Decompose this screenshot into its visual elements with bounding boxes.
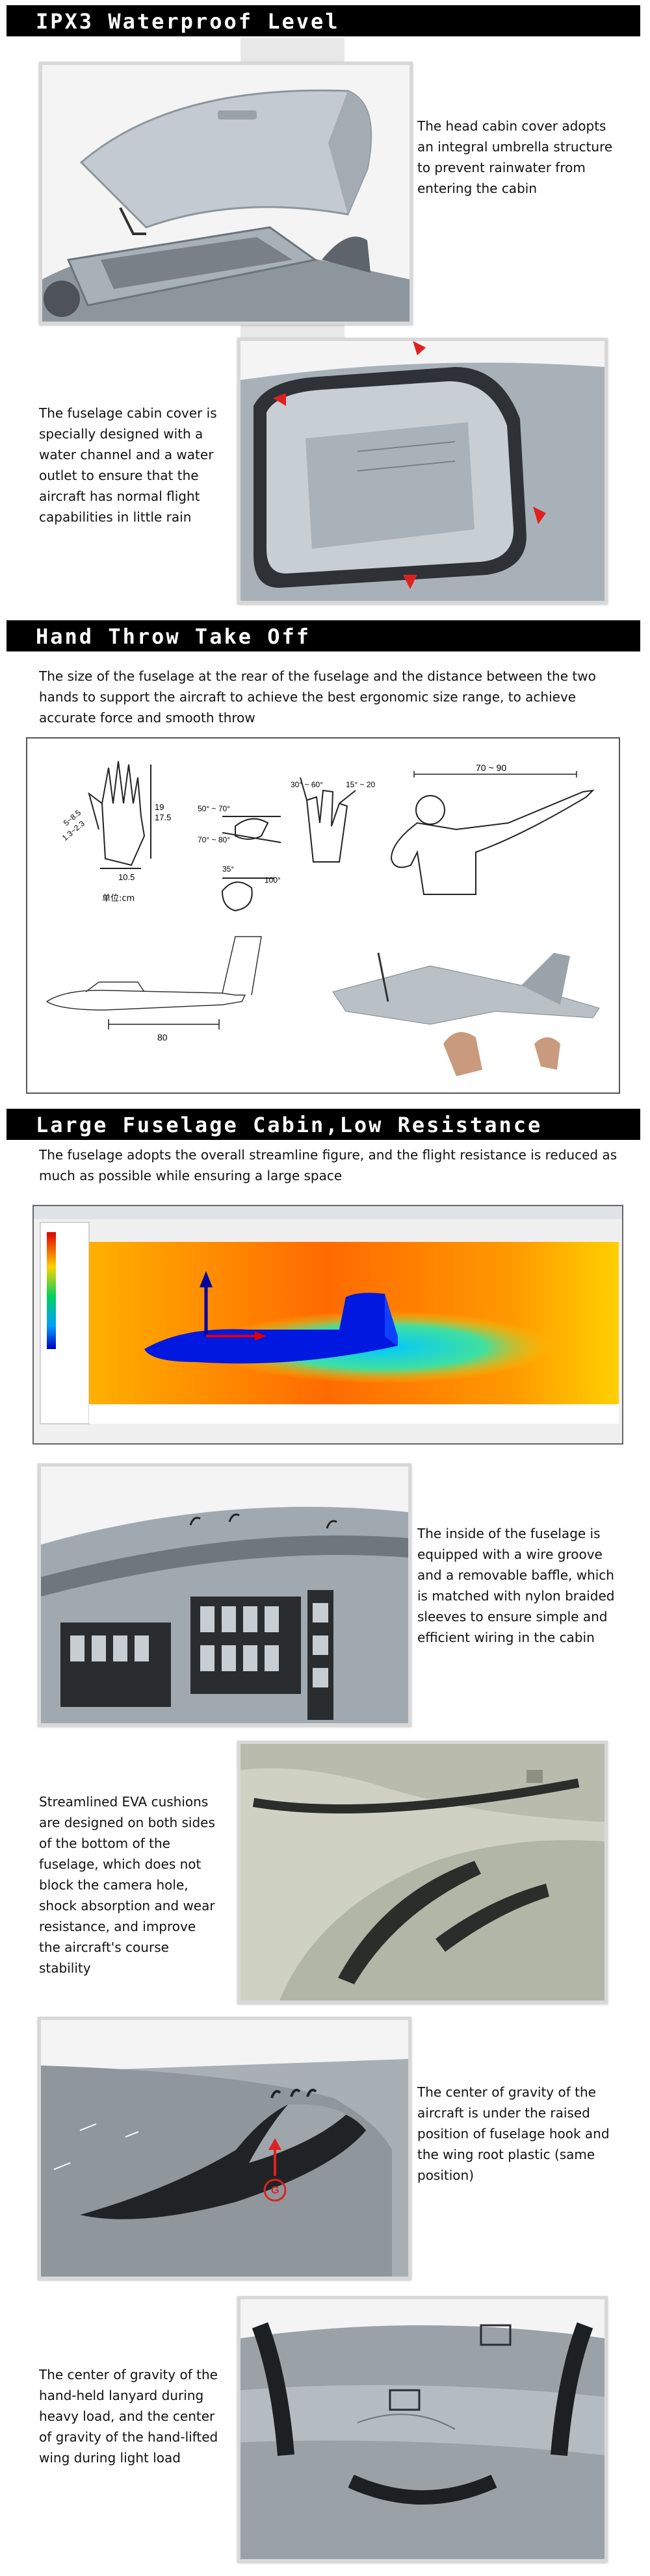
hand-throw-description: The size of the fuselage at the rear of … [39,668,596,726]
fuselage-text-2: Streamlined EVA cushions are designed on… [39,1794,215,1976]
ergonomics-diagram: 10.5 19 17.5 5~8.5 1.3~2.3 单位:cm 50° ~ 7… [26,737,620,1094]
aircraft-side-view [46,936,262,1011]
cfd-simulation-image [32,1205,623,1445]
lanyard-cg-photo [237,2296,608,2562]
fuselage-cabin-photo [237,338,608,604]
section-title: IPX3 Waterproof Level [36,9,340,34]
grip-diagram [221,816,281,912]
angle-label-5: 30° ~ 60° [291,780,323,789]
center-of-gravity-photo: G [38,2017,411,2280]
section-header-fuselage: Large Fuselage Cabin,Low Resistance [6,1109,640,1140]
person-throw-diagram [390,789,595,895]
fuselage-wiring-photo [38,1463,411,1726]
section-header-hand-throw: Hand Throw Take Off [6,620,640,651]
cg-symbol: G [271,2185,280,2196]
waterproof-text-1: The head cabin cover adopts an integral … [417,118,613,196]
arm-span-label: 70 ~ 90 [476,763,506,773]
section-title: Large Fuselage Cabin,Low Resistance [36,1113,543,1137]
unit-label: 单位:cm [102,894,135,903]
aircraft-hand-photo [332,952,600,1076]
fuselage-text-1: The inside of the fuselage is equipped w… [417,1526,615,1645]
angle-label-1: 50° ~ 70° [198,804,230,813]
fuselage-text-3: The center of gravity of the aircraft is… [417,2084,610,2183]
angle-label-4: 100° [265,876,281,885]
angle-label-2: 70° ~ 80° [198,835,230,844]
section-header-waterproof: IPX3 Waterproof Level [6,5,640,36]
waterproof-text-2: The fuselage cabin cover is specially de… [39,405,217,525]
hand-diagram [88,761,151,869]
fuselage-description: The fuselage adopts the overall streamli… [39,1147,618,1183]
hand-width-label: 10.5 [118,872,135,882]
fuselage-length-label: 80 [157,1032,168,1042]
hand-height-label: 19 [155,802,164,812]
cabin-cover-photo [39,62,413,325]
finger-spread-diagram [300,777,356,863]
hand-height-label-2: 17.5 [155,813,171,822]
fuselage-text-4: The center of gravity of the hand-held l… [39,2367,218,2466]
angle-label-6: 15° ~ 20 [346,780,375,789]
angle-label-3: 35° [222,865,234,874]
section-title: Hand Throw Take Off [36,624,311,649]
eva-cushion-photo [237,1741,608,2004]
